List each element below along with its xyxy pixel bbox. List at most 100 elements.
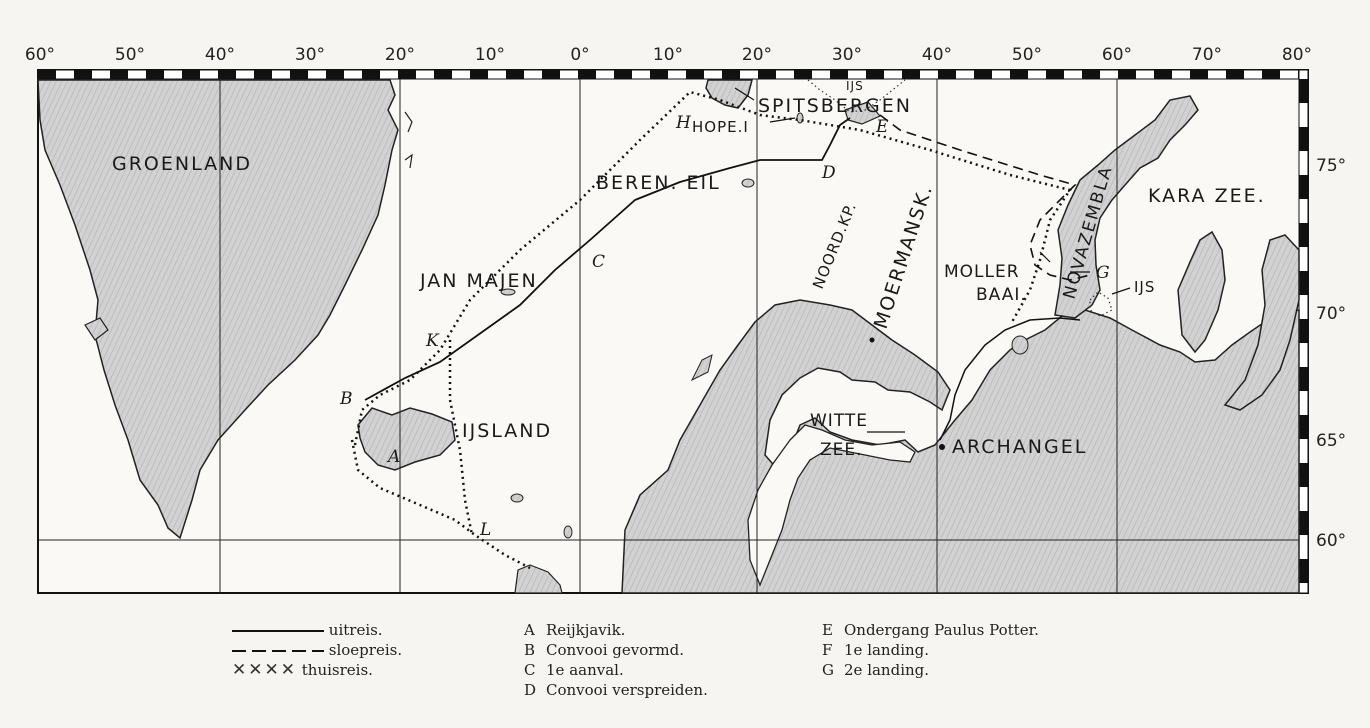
scale-check — [218, 70, 236, 79]
legend-text: Reijkjavik. — [546, 621, 626, 639]
scale-check — [1299, 559, 1308, 583]
kolguev-island — [1011, 335, 1029, 355]
scale-check — [650, 70, 668, 79]
scale-check — [110, 70, 128, 79]
legend-text: 1e aanval. — [546, 661, 624, 679]
scale-check — [326, 70, 344, 79]
legend-routes: uitreis. sloepreis. ✕✕✕✕ thuisreis. — [232, 620, 402, 680]
scale-check — [1299, 223, 1308, 247]
route-markers: A B C D E G H K L — [339, 113, 1110, 540]
label-ijsland: IJSLAND — [462, 420, 552, 442]
scale-check — [254, 70, 272, 79]
latitude-label: 75° — [1316, 156, 1346, 176]
scale-check — [902, 70, 920, 79]
scale-check — [1046, 70, 1064, 79]
scale-check — [1299, 271, 1308, 295]
scale-check — [542, 70, 560, 79]
city-dot-moermansk — [869, 337, 875, 343]
scale-check — [758, 70, 776, 79]
scale-check — [434, 70, 452, 79]
iceland-land — [357, 407, 456, 471]
marker-d: D — [821, 163, 836, 183]
label-ijs-north: IJS — [846, 79, 864, 93]
label-jan-mayen: JAN MAJEN — [419, 270, 538, 292]
legend-key: G — [822, 661, 834, 679]
scotland-land — [514, 564, 563, 594]
scale-check — [398, 70, 416, 79]
marker-l: L — [479, 520, 491, 540]
longitude-label: 60° — [25, 45, 55, 65]
label-witte: WITTE — [810, 411, 868, 431]
spitsbergen-land — [705, 79, 753, 109]
legend-key: C — [524, 661, 536, 679]
legend-label-sloepreis: sloepreis. — [328, 641, 403, 659]
white-sea — [747, 424, 916, 587]
greenland-coast-island-2 — [404, 153, 413, 169]
scale-check — [470, 70, 488, 79]
legend-row-sloepreis: sloepreis. — [232, 640, 402, 660]
longitude-label: 20° — [385, 45, 415, 65]
longitude-label: 40° — [205, 45, 235, 65]
legend-key: B — [524, 641, 536, 659]
label-beren-eiland: BEREN. EIL — [596, 172, 721, 194]
longitude-label: 60° — [1102, 45, 1132, 65]
latitude-labels: 75°70°65°60° — [1316, 156, 1346, 551]
scale-check — [614, 70, 632, 79]
legend-text: Convooi gevormd. — [546, 641, 685, 659]
label-moller: MOLLER — [944, 262, 1020, 282]
longitude-label: 70° — [1192, 45, 1222, 65]
scale-check — [506, 70, 524, 79]
yamal-land — [1177, 230, 1226, 354]
scale-check — [1082, 70, 1100, 79]
scale-bar-right — [1298, 69, 1309, 594]
spitsbergen-east — [844, 101, 881, 125]
route-uitreis — [364, 117, 851, 401]
beren-island — [741, 178, 755, 188]
east-peninsula — [1223, 234, 1300, 411]
scale-check — [794, 70, 812, 79]
scale-bar-top — [37, 69, 1309, 80]
scale-check — [974, 70, 992, 79]
scale-check — [1118, 70, 1136, 79]
shetland-island — [563, 525, 573, 539]
marker-b: B — [339, 389, 353, 409]
scale-check — [1262, 70, 1280, 79]
label-kara-zee: KARA ZEE. — [1148, 185, 1266, 207]
longitude-label: 20° — [742, 45, 772, 65]
legend-key: E — [822, 621, 833, 639]
scale-check — [74, 70, 92, 79]
route-sloepreis — [879, 114, 1091, 281]
label-baai: BAAI. — [976, 285, 1027, 305]
scale-check — [1299, 415, 1308, 439]
scale-check — [1299, 175, 1308, 199]
marker-h: H — [675, 113, 692, 133]
legend-row-uitreis: uitreis. — [232, 620, 402, 640]
greenland-coast-island — [404, 111, 413, 133]
scale-check — [1010, 70, 1028, 79]
scale-check — [290, 70, 308, 79]
longitude-label: 10° — [653, 45, 683, 65]
scale-check — [1299, 319, 1308, 343]
graticule — [38, 79, 1299, 593]
scale-check — [686, 70, 704, 79]
legend-key: F — [822, 641, 833, 659]
longitude-label: 50° — [115, 45, 145, 65]
route-thuisreis-south — [350, 439, 531, 570]
scale-check — [38, 70, 56, 79]
scale-check — [1226, 70, 1244, 79]
longitude-label: 50° — [1012, 45, 1042, 65]
label-ijs-east: IJS — [1134, 278, 1155, 296]
legend-row-thuisreis: ✕✕✕✕ thuisreis. — [232, 660, 402, 680]
marker-e: E — [875, 117, 889, 137]
latitude-label: 70° — [1316, 304, 1346, 324]
latitude-label: 60° — [1316, 531, 1346, 551]
europe-land — [621, 299, 1300, 594]
longitude-label: 80° — [1282, 45, 1312, 65]
scale-check — [1299, 367, 1308, 391]
